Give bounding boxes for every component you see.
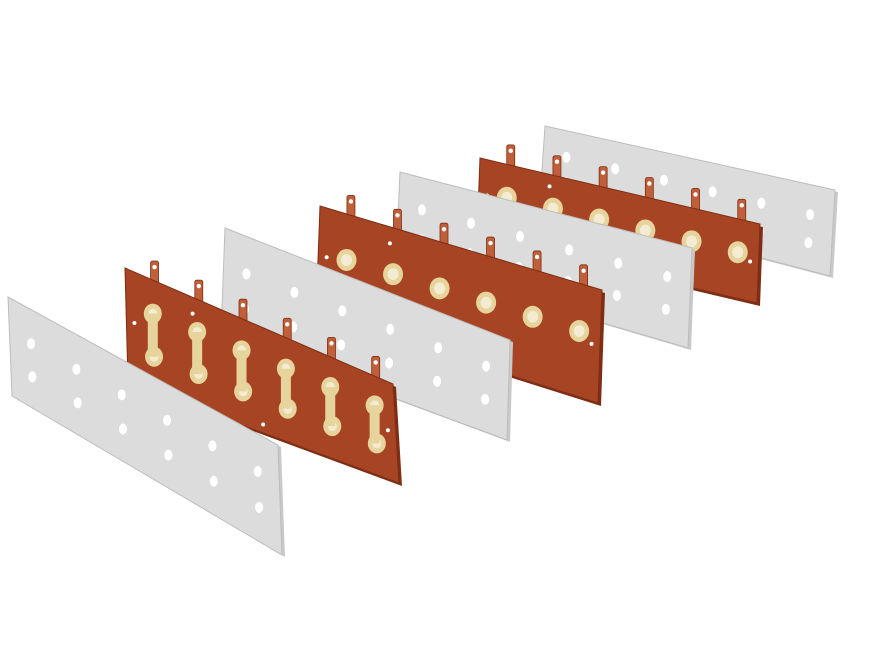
terminal-tab-hole xyxy=(240,302,246,308)
mounting-hole xyxy=(589,341,594,346)
mounting-hole xyxy=(748,259,753,264)
insulator-hole xyxy=(614,257,623,269)
insulator-hole xyxy=(338,305,347,317)
mounting-hole xyxy=(385,428,390,433)
insulator-hole xyxy=(242,268,251,280)
mounting-hole xyxy=(324,255,329,260)
weld-pad-bridge xyxy=(325,387,336,427)
insulator-hole xyxy=(482,360,491,372)
insulator-hole xyxy=(73,397,82,409)
insulator-hole xyxy=(804,237,813,249)
terminal-tab-hole xyxy=(534,254,540,260)
mounting-hole xyxy=(261,422,266,427)
insulator-sheet xyxy=(220,227,511,441)
weld-pad-center xyxy=(387,268,399,281)
insulator-hole xyxy=(119,423,128,435)
insulator-hole xyxy=(72,363,81,375)
weld-pad-center xyxy=(480,296,492,309)
mounting-hole xyxy=(132,321,137,326)
terminal-tab xyxy=(327,336,336,362)
terminal-tab-hole xyxy=(329,341,334,346)
mounting-hole xyxy=(387,241,392,246)
weld-pad-bridge xyxy=(236,350,247,392)
insulator-hole xyxy=(208,440,217,452)
terminal-tab-hole xyxy=(196,283,201,289)
insulator-hole xyxy=(611,163,620,175)
terminal-tab xyxy=(598,166,608,192)
terminal-tab-hole xyxy=(693,192,698,197)
terminal-tab xyxy=(282,317,292,343)
weld-pad-center xyxy=(434,282,446,295)
terminal-tab-hole xyxy=(152,264,157,270)
insulator-hole xyxy=(434,342,443,354)
insulator-hole xyxy=(164,449,173,461)
terminal-tab-hole xyxy=(441,226,447,232)
insulator-hole xyxy=(663,271,672,283)
terminal-tab xyxy=(393,208,402,234)
terminal-tab-hole xyxy=(554,159,560,164)
terminal-tab-hole xyxy=(600,170,606,175)
insulator-hole xyxy=(290,286,299,298)
insulator-hole xyxy=(253,465,262,477)
insulator-hole xyxy=(117,389,126,401)
insulator-sheet-layer xyxy=(220,227,513,442)
insulator-hole xyxy=(612,289,621,301)
weld-pad-center xyxy=(732,246,744,259)
insulator-hole xyxy=(163,414,172,426)
insulator-hole xyxy=(337,339,346,351)
terminal-tab-hole xyxy=(581,268,586,273)
insulator-hole xyxy=(433,375,442,387)
insulator-hole xyxy=(467,217,476,229)
mounting-hole xyxy=(547,184,552,189)
mounting-hole xyxy=(190,311,195,316)
insulator-hole xyxy=(659,174,668,186)
weld-pad-center xyxy=(527,310,539,323)
weld-pad-center xyxy=(593,213,605,226)
weld-pad-bridge xyxy=(147,313,158,357)
terminal-tab-hole xyxy=(508,148,513,154)
insulator-hole xyxy=(385,357,394,369)
insulator-hole xyxy=(661,303,670,315)
insulator-hole xyxy=(28,371,37,383)
insulator-sheet xyxy=(7,296,283,556)
terminal-tab-hole xyxy=(647,181,652,186)
insulator-hole xyxy=(562,151,571,163)
insulator-hole xyxy=(757,197,766,209)
insulator-hole xyxy=(516,231,525,243)
insulator-hole xyxy=(209,475,218,487)
insulator-hole xyxy=(255,501,264,513)
weld-pad-bridge xyxy=(280,368,291,409)
weld-pad-center xyxy=(639,224,651,237)
insulator-hole xyxy=(565,244,574,256)
insulator-hole xyxy=(708,186,717,198)
insulator-hole xyxy=(481,393,490,405)
weld-pad-center xyxy=(573,325,585,338)
weld-pad-center xyxy=(341,253,353,266)
insulator-hole xyxy=(806,209,815,221)
terminal-tab-hole xyxy=(348,199,354,204)
insulator-hole xyxy=(417,204,426,216)
insulator-sheet-layer xyxy=(7,296,285,557)
terminal-tab-hole xyxy=(395,213,400,218)
weld-pad-center xyxy=(686,235,698,248)
copper-busbar-layer xyxy=(124,260,402,486)
copper-busbar-layer xyxy=(315,195,605,406)
insulator-hole xyxy=(27,338,35,350)
terminal-tab-hole xyxy=(488,240,493,246)
terminal-tab-hole xyxy=(285,322,290,327)
terminal-tab-hole xyxy=(739,203,744,208)
terminal-tab-hole xyxy=(373,360,378,365)
layer-stack xyxy=(7,125,838,557)
weld-pad-bridge xyxy=(369,405,380,444)
weld-pad-bridge xyxy=(192,331,203,375)
insulator-hole xyxy=(386,323,395,335)
insulator-sheet-layer xyxy=(395,171,695,350)
